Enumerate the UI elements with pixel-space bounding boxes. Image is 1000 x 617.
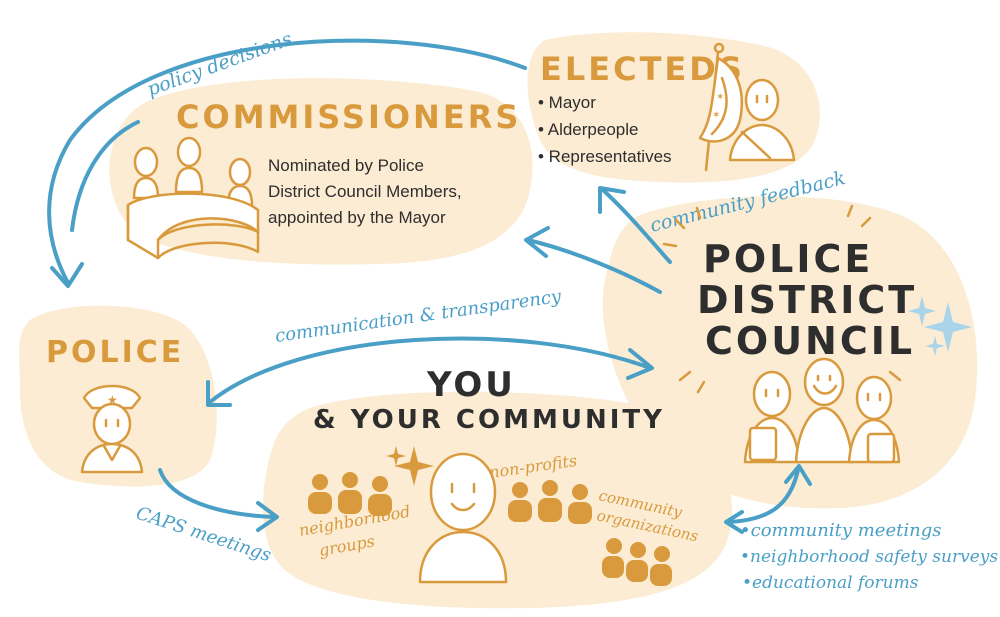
feedback-to-commissioners-arrowhead [524, 226, 550, 258]
community-blob [263, 391, 732, 609]
svg-text:★: ★ [107, 393, 118, 407]
communication-arrowhead-left [206, 380, 232, 407]
person-icon [418, 452, 508, 584]
policy-decisions-arrow [47, 38, 527, 285]
police-officer-icon: ★ [80, 384, 144, 474]
council-burst-lines [662, 204, 902, 394]
channels-arrowhead-up [784, 464, 812, 486]
elected-person-icon [728, 78, 796, 162]
channel-item: •educational forums [742, 573, 919, 593]
nonprofit-figures [508, 480, 592, 524]
caps-arrowhead [256, 501, 279, 532]
electeds-title: ELECTEDS [540, 50, 745, 88]
feedback-to-electeds-arrowhead [598, 186, 626, 214]
communication-arrowhead-right [626, 348, 654, 380]
you-title: YOU [426, 365, 516, 405]
communication-arrow [208, 336, 652, 404]
commissioners-title: COMMISSIONERS [176, 98, 521, 136]
channel-item: •neighborhood safety surveys [740, 547, 998, 567]
feedback-to-commissioners-arrow [526, 238, 662, 294]
channel-item: •community meetings [740, 520, 941, 541]
caps-arrow [158, 468, 277, 519]
flag-icon: ✶ ✶ [698, 42, 744, 172]
policy-decisions-arrowhead [50, 262, 84, 288]
neighborhood-group-figures [308, 472, 392, 516]
council-title-line: DISTRICT [697, 278, 917, 322]
police-title: POLICE [46, 335, 184, 370]
channels-arrow [726, 468, 800, 524]
electeds-item: • Representatives [538, 147, 672, 166]
caps-meetings-label: CAPS meetings [133, 503, 273, 566]
sparkle-icon [386, 446, 434, 486]
svg-text:✶: ✶ [716, 92, 724, 103]
electeds-item: • Mayor [538, 93, 596, 112]
commissioners-desc: District Council Members, [268, 182, 462, 201]
council-members-icon [743, 357, 901, 464]
channels-arrowhead-left [724, 510, 744, 534]
commissioners-desc: Nominated by Police [268, 156, 424, 175]
electeds-item: • Alderpeople [538, 120, 638, 139]
sparkle-icon [908, 296, 972, 356]
council-title-line: COUNCIL [705, 319, 915, 363]
you-subtitle: & YOUR COMMUNITY [313, 405, 665, 435]
commissioners-desc: appointed by the Mayor [268, 208, 446, 227]
commissioners-to-police-arrow [70, 120, 140, 232]
org-figures [602, 538, 672, 586]
council-table-icon [126, 136, 260, 260]
council-title-line: POLICE [703, 237, 873, 281]
svg-text:✶: ✶ [712, 110, 720, 121]
feedback-to-electeds-arrow [601, 188, 672, 264]
